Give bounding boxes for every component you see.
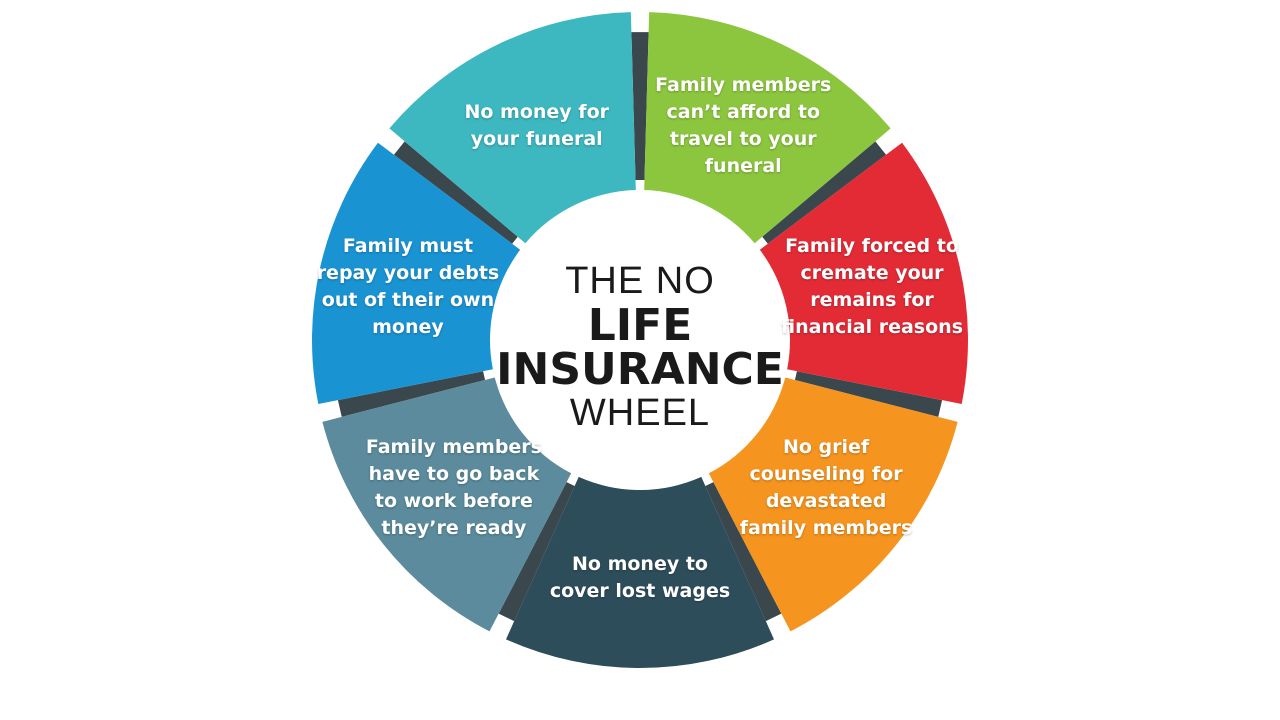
wheel-segment-5 bbox=[322, 377, 572, 632]
center-title-line4: WHEEL bbox=[569, 392, 711, 434]
wheel-segment-1 bbox=[644, 12, 891, 244]
wheel-segment-3 bbox=[708, 377, 958, 632]
center-title-line3: INSURANCE bbox=[496, 344, 784, 395]
segment-label-4: No money to cover lost wages bbox=[549, 553, 731, 602]
segment-divider bbox=[631, 32, 649, 181]
center-title-line1: THE NO bbox=[565, 260, 715, 302]
segment-divider bbox=[498, 482, 575, 622]
segment-label-5: Family members have to go back to work b… bbox=[365, 436, 542, 540]
segment-divider bbox=[705, 482, 782, 622]
segment-label-7: No money for your funeral bbox=[464, 100, 609, 150]
segment-divider bbox=[794, 371, 943, 417]
wheel-segment-4 bbox=[505, 476, 775, 668]
segment-label-1: Family members can’t afford to travel to… bbox=[655, 73, 832, 177]
segment-label-6: Family must repay your debts out of thei… bbox=[316, 235, 500, 339]
wheel-segment-2 bbox=[759, 142, 968, 405]
wheel-segment-6 bbox=[311, 142, 521, 405]
center-title-line2: LIFE bbox=[587, 300, 693, 351]
segment-divider bbox=[762, 141, 887, 244]
segment-label-3: No grief counseling for devastated famil… bbox=[739, 436, 913, 540]
center-circle bbox=[498, 198, 782, 482]
segment-divider bbox=[337, 371, 486, 417]
wheel-segment-7 bbox=[389, 12, 636, 244]
segment-divider bbox=[393, 141, 518, 244]
segment-label-2: Family forced to cremate your remains fo… bbox=[781, 235, 964, 339]
